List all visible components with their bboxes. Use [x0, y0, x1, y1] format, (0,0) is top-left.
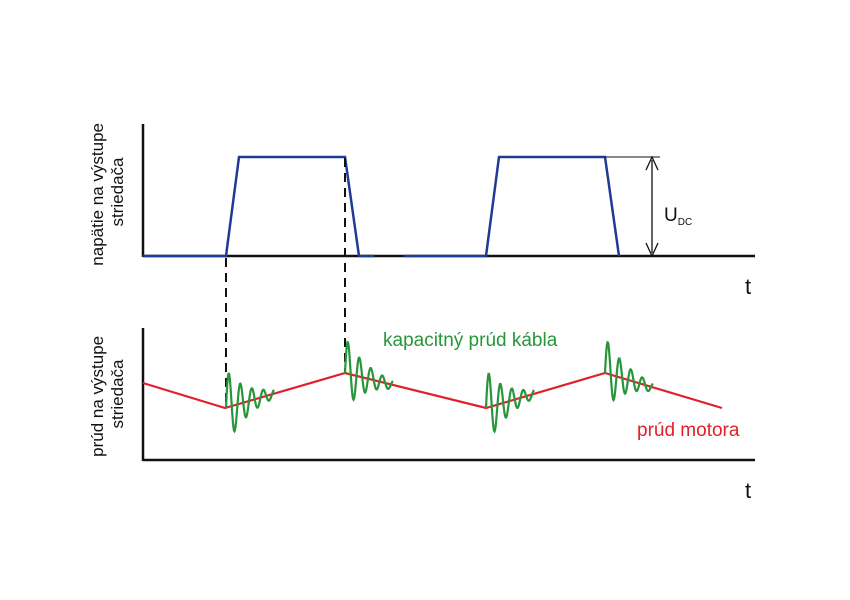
current-axis-label: prúd na výstupe striedača [88, 331, 127, 457]
udc-dimension: UDC [605, 155, 692, 258]
voltage-axis-label-line2: striedača [108, 157, 127, 227]
motor-current-waveform [142, 371, 723, 410]
voltage-panel: napätie na výstupe striedača t UDC [88, 118, 755, 299]
cable-current-oscillation-4 [603, 340, 654, 403]
voltage-time-label: t [745, 274, 751, 299]
current-axis-label-line1: prúd na výstupe [88, 336, 107, 457]
udc-arrow-top [645, 155, 659, 171]
udc-label: UDC [664, 205, 692, 228]
cable-current-oscillation-2 [343, 340, 394, 402]
udc-label-main: U [664, 205, 678, 226]
current-time-label: t [745, 478, 751, 503]
udc-arrow-bottom [645, 242, 659, 258]
voltage-axis-label: napätie na výstupe striedača [88, 118, 127, 265]
voltage-pulse-1 [143, 155, 374, 258]
motor-current-annotation: prúd motora [637, 420, 740, 441]
current-axis-label-line2: striedača [108, 359, 127, 429]
cable-current-oscillation-3 [484, 372, 535, 434]
cable-current-annotation: kapacitný prúd kábla [383, 330, 558, 351]
voltage-axis-label-line1: napätie na výstupe [88, 123, 107, 266]
cable-current-oscillation-1 [224, 372, 275, 434]
voltage-pulse-2 [404, 155, 621, 258]
current-panel: prúd na výstupe striedača t kapacitný pr… [88, 328, 755, 503]
udc-label-subscript: DC [678, 217, 692, 228]
